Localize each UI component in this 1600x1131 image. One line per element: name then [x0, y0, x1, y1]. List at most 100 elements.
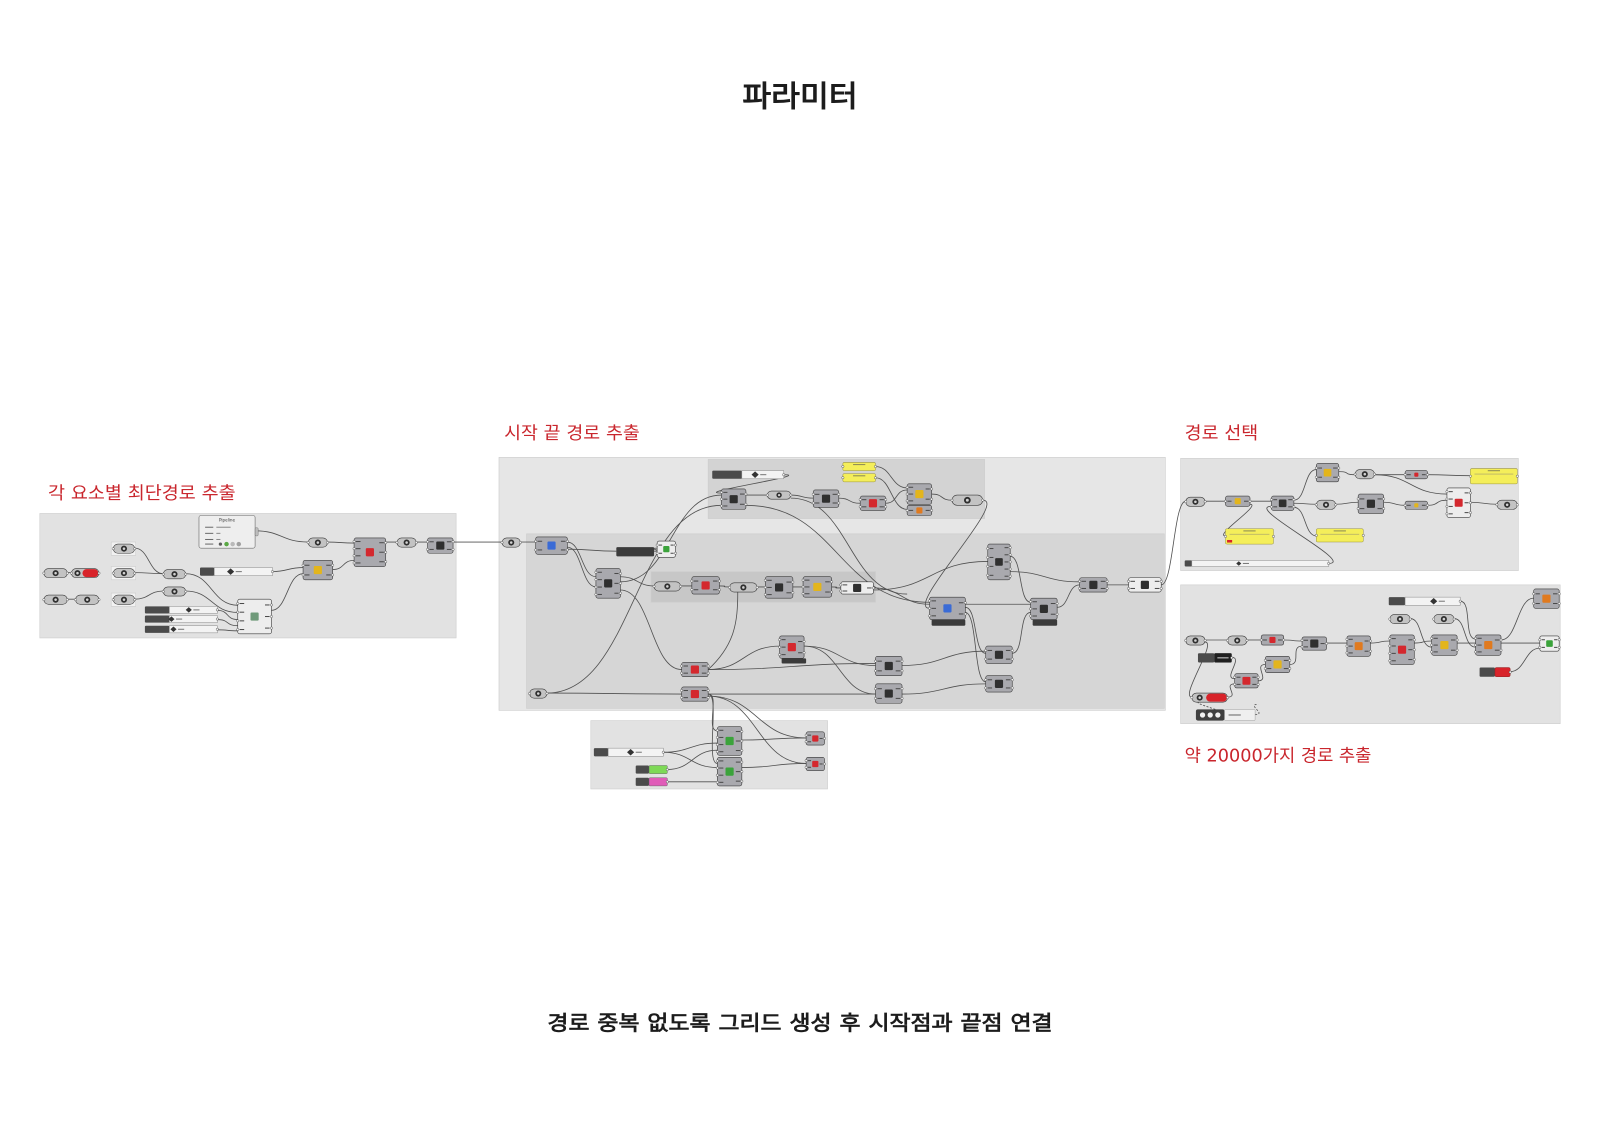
- param-icon-center: [122, 571, 126, 575]
- component-node: [874, 656, 904, 677]
- output-port: [331, 573, 335, 577]
- input-port: [1388, 617, 1392, 621]
- input-port: [715, 743, 719, 746]
- slider-label-tag: [144, 625, 170, 633]
- param-node: [1314, 499, 1338, 510]
- output-port: [1008, 546, 1012, 550]
- output-port: [706, 696, 710, 700]
- component-icon: [1440, 641, 1449, 650]
- output-label: [379, 542, 384, 544]
- input-port: [1127, 579, 1130, 583]
- output-port: [718, 579, 721, 583]
- component-node: [1270, 495, 1296, 511]
- input-port: [801, 578, 805, 582]
- slider-track: [169, 625, 218, 634]
- component-icon: [994, 679, 1004, 688]
- input-port: [111, 598, 115, 602]
- input-port: [1403, 473, 1407, 477]
- component-icon: [1454, 498, 1463, 507]
- output-label: [1154, 580, 1160, 582]
- input-label: [1081, 587, 1087, 589]
- output-port: [884, 498, 888, 502]
- param-node: [728, 582, 759, 593]
- output-port: [1499, 648, 1503, 652]
- output-label: [798, 641, 803, 643]
- param-icon-center: [122, 598, 126, 601]
- input-port: [680, 696, 684, 700]
- wire: [1223, 503, 1253, 537]
- output-port: [1382, 507, 1386, 510]
- wire: [1010, 571, 1080, 583]
- wire: [831, 586, 841, 589]
- output-label: [1464, 512, 1469, 514]
- input-label: [355, 548, 361, 550]
- output-label: [735, 761, 740, 763]
- output-port: [791, 580, 795, 584]
- component-node: [1345, 635, 1372, 657]
- input-port: [1345, 644, 1349, 648]
- input-label: [683, 697, 688, 699]
- output-port: [1557, 638, 1561, 642]
- output-port: [900, 659, 904, 663]
- number-slider: [593, 747, 665, 757]
- input-port: [655, 543, 659, 547]
- component-icon: [1546, 640, 1553, 647]
- component-node: [986, 543, 1012, 581]
- pipeline-row-label: [205, 538, 214, 540]
- component-node: [763, 576, 795, 599]
- output-port: [1458, 599, 1462, 603]
- output-label: [701, 689, 707, 692]
- brep-type-icon: [236, 541, 242, 547]
- input-label: [908, 509, 914, 511]
- caption-tag-body: [1032, 619, 1058, 626]
- wire: [1335, 501, 1359, 505]
- output-port: [1226, 696, 1229, 700]
- input-label: [1348, 652, 1353, 654]
- input-label: [719, 751, 724, 753]
- output-port: [823, 762, 826, 766]
- panel-body: [842, 462, 876, 471]
- wire: [1374, 474, 1447, 495]
- output-label: [1004, 561, 1009, 563]
- component-node: [301, 560, 335, 581]
- output-label: [1320, 643, 1325, 645]
- output-port: [706, 689, 710, 692]
- component-node: [1403, 500, 1429, 510]
- input-label: [1541, 639, 1545, 641]
- input-label: [842, 584, 848, 586]
- output-port: [215, 627, 219, 631]
- component-icon: [547, 541, 556, 550]
- output-port: [1337, 475, 1341, 479]
- slider-value: [178, 628, 185, 630]
- output-label: [1333, 467, 1337, 469]
- output-label: [832, 493, 837, 495]
- input-port: [426, 548, 429, 551]
- component-icon: [1484, 641, 1493, 650]
- output-label: [1377, 498, 1382, 500]
- input-label: [1032, 615, 1037, 617]
- group-preview: [590, 720, 828, 790]
- input-port: [1029, 614, 1032, 618]
- input-port: [352, 554, 356, 558]
- output-port: [215, 608, 219, 612]
- output-port: [1288, 667, 1292, 670]
- wire: [546, 504, 722, 694]
- input-label: [537, 549, 543, 551]
- red-button: [1494, 667, 1511, 677]
- output-port: [981, 498, 985, 502]
- input-port: [928, 614, 931, 618]
- param-icon-center: [666, 585, 669, 588]
- output-label: [1283, 668, 1288, 670]
- input-label: [1448, 498, 1453, 500]
- input-port: [905, 509, 909, 512]
- output-port: [1008, 567, 1012, 571]
- param-icon-center: [85, 598, 89, 601]
- input-port: [1300, 645, 1304, 649]
- component-icon: [853, 583, 862, 593]
- slider-handle: [627, 748, 635, 756]
- input-label: [862, 506, 867, 508]
- input-label: [908, 493, 914, 495]
- wire: [838, 497, 861, 504]
- input-label: [537, 540, 543, 542]
- component-node: [720, 488, 748, 510]
